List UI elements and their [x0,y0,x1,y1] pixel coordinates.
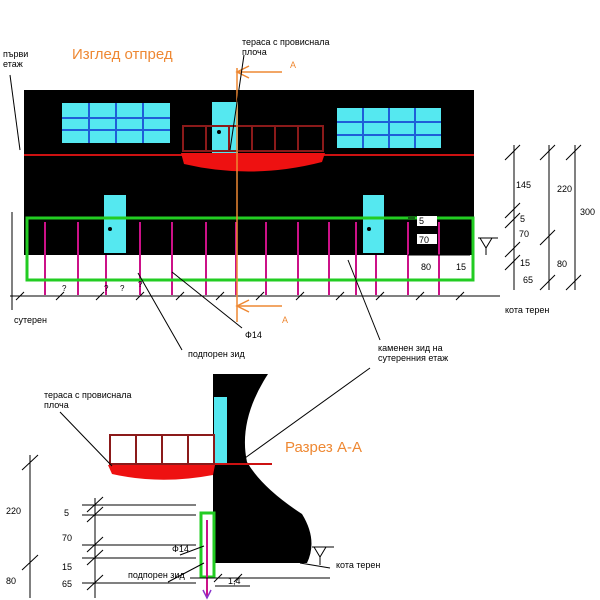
dim-box-5 [417,216,437,226]
section-sagging-slab [108,465,215,480]
dim-inner: 70 [419,235,429,245]
dim-right: 15 [520,258,530,268]
sagging-slab [181,153,325,172]
basement-white-band [28,255,474,280]
ground-line [10,291,500,301]
label-terrace-1: тераса с провиснала [242,37,329,47]
label-stone-wall-1: каменен зид на [378,343,443,353]
section-dim: 80 [6,576,16,586]
leader-section-stone [244,367,371,459]
dim-right: 220 [557,184,572,194]
section-view-title: Разрез А-А [285,439,362,456]
leader-section-terrace [59,411,113,467]
question-mark: ? [120,284,125,293]
label-stone-wall-2: сутеренния етаж [378,353,448,363]
dim-inner: 80 [421,262,431,272]
leader-section-ground [299,562,331,569]
right-dimension-lines [408,144,582,291]
door-knob [367,227,371,231]
balcony-door [212,102,238,154]
section-door [214,397,227,465]
section-dimension-lines [21,454,250,598]
dim-inner: 15 [456,262,466,272]
basement-door-left [104,195,126,253]
window-right [337,108,441,148]
leader-stone-wall [347,259,381,341]
section-mark-top: А [290,60,296,70]
rebars [44,222,440,295]
label-first-floor-1: първи [3,49,28,59]
label-rebar-front: Ф14 [245,330,262,340]
window-left [62,103,170,143]
dim-box-70 [417,234,437,244]
section-rebar-end [202,589,212,600]
label-first-floor-2: етаж [3,59,23,69]
label-basement: сутерен [14,315,47,325]
dim-right: 70 [519,229,529,239]
label-terrace-2: плоча [242,47,267,57]
section-dim: 15 [62,562,72,572]
front-view-title: Изглед отпред [72,46,173,63]
dim-inner: 5 [419,216,424,226]
dim-right: 145 [516,180,531,190]
leader-terrace [229,54,245,151]
door-knob [217,130,221,134]
question-mark: ? [104,284,109,293]
leader-section-retaining [167,562,205,583]
door-knob [108,227,112,231]
dim-right: 65 [523,275,533,285]
section-label-rebar: Ф14 [172,544,189,554]
section-label-terrace-1: тераса с провиснала [44,390,131,400]
retaining-wall-outline [25,216,475,282]
section-wall-mass [213,374,312,563]
dim-right: 80 [557,259,567,269]
section-label-spacing: 1,4 [228,576,241,586]
question-mark: ? [62,284,67,293]
label-ground-front: кота терен [505,305,549,315]
section-label-retaining-wall: подпорен зид [128,570,185,580]
section-dim: 70 [62,533,72,543]
leader-rebar [171,271,243,329]
dim-right: 300 [580,207,595,217]
section-label-terrace-2: плоча [44,400,69,410]
section-dim: 5 [64,508,69,518]
leader-retaining-wall [137,272,183,351]
leader-first-floor [9,74,21,151]
section-dim: 220 [6,506,21,516]
question-mark: ? [138,280,143,289]
section-railing [109,434,215,465]
label-retaining-wall-front: подпорен зид [188,349,245,359]
balcony-railing [182,125,324,152]
section-ground-line [190,573,330,583]
section-label-ground: кота терен [336,560,380,570]
section-line-a [235,65,282,322]
ground-elevation-symbol [478,237,498,255]
leader-section-rebar [179,545,205,556]
section-dim: 65 [62,579,72,589]
dim-right: 5 [520,214,525,224]
basement-door-right [363,195,384,253]
section-ground-elevation-symbol [312,546,334,565]
section-mark-bottom: А [282,315,288,325]
